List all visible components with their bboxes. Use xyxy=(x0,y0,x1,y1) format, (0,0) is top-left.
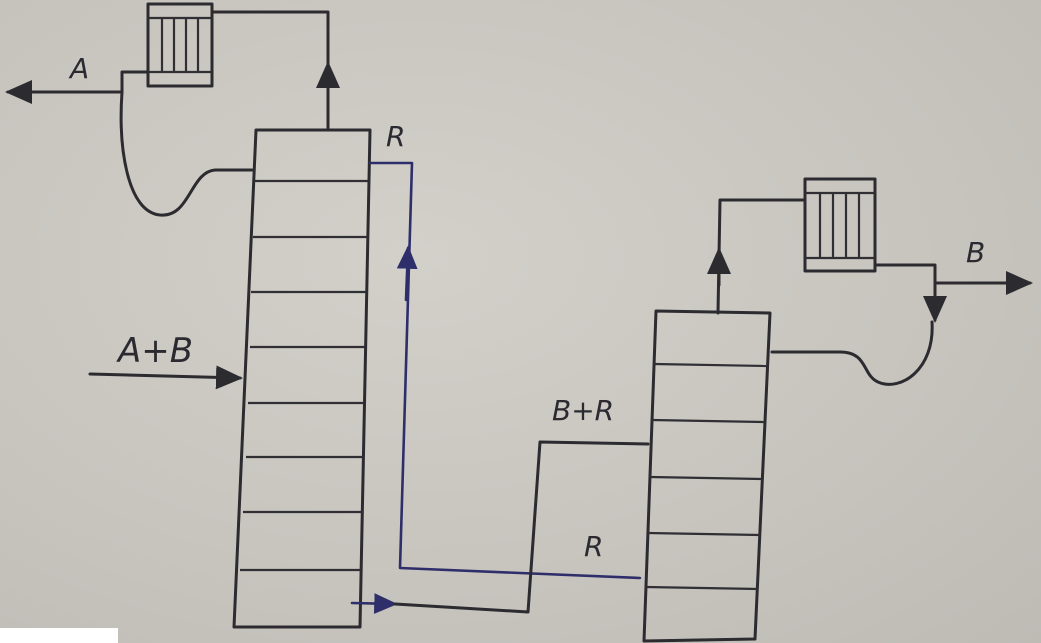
label-b-plus-r: B+R xyxy=(552,394,614,427)
label-a-out: A xyxy=(68,52,89,85)
column-1 xyxy=(232,128,372,629)
condenser-2-body xyxy=(803,177,877,273)
condenser-1-body xyxy=(146,2,214,88)
label-feed: A+B xyxy=(116,331,193,371)
vapor-line-2 xyxy=(707,198,807,315)
column-2 xyxy=(642,309,772,643)
label-r-recycle: R xyxy=(584,530,603,563)
label-b-out: B xyxy=(966,236,985,269)
reflux-loop-1 xyxy=(119,90,254,217)
column-2-shell xyxy=(642,309,772,643)
condenser-1 xyxy=(146,2,214,88)
column-1-shell xyxy=(232,128,372,629)
column-2-trays xyxy=(645,362,767,591)
solvent-r-line xyxy=(368,161,642,580)
bottoms-b-plus-r-line xyxy=(350,440,650,614)
label-r-top: R xyxy=(386,120,405,153)
condenser-2 xyxy=(803,177,877,273)
reflux-loop-2 xyxy=(770,320,934,386)
column-1-trays xyxy=(240,179,368,572)
image-corner-patch xyxy=(0,628,118,643)
distillate-b-stream xyxy=(873,263,1033,323)
vapor-line-1 xyxy=(210,10,340,132)
feed-stream xyxy=(88,365,243,390)
distillate-a-stream xyxy=(4,70,150,104)
